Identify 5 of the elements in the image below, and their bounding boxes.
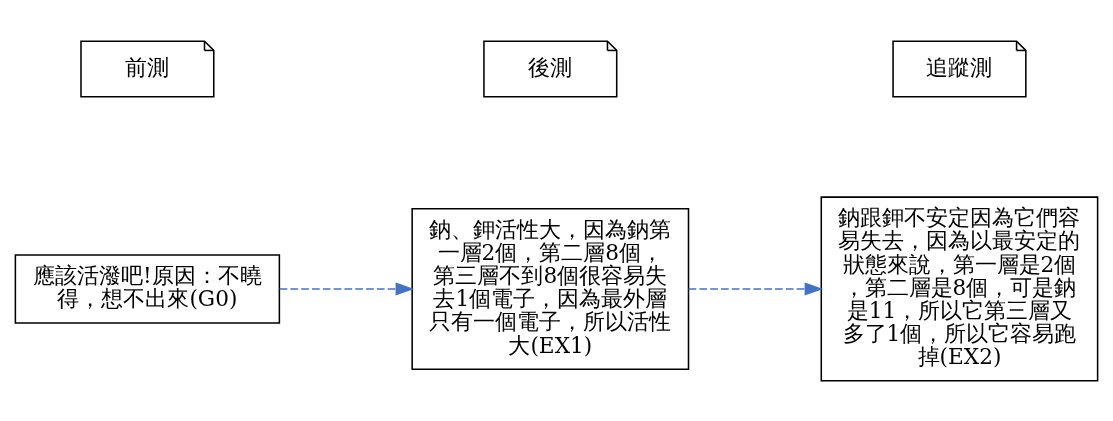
arrow [687, 281, 824, 295]
node-box: 鈉、鉀活性大，因為鈉第一層2個，第二層8個，第三層不到8個很容易失去1個電子，因為最外層只有一個電子，所以活性大(EX1) [411, 207, 690, 370]
node-box: 鈉跟鉀不安定因為它們容易失去，因為以最安定的狀態來說，第一層是2個，第二層是8個，可是鈉是11，所以它第三層又多了1個，所以它容易跑掉(EX2) [820, 195, 1099, 382]
arrow [278, 281, 415, 295]
node-box: 應該活潑吧!原因：不曉得，想不出來(G0) [14, 253, 281, 324]
